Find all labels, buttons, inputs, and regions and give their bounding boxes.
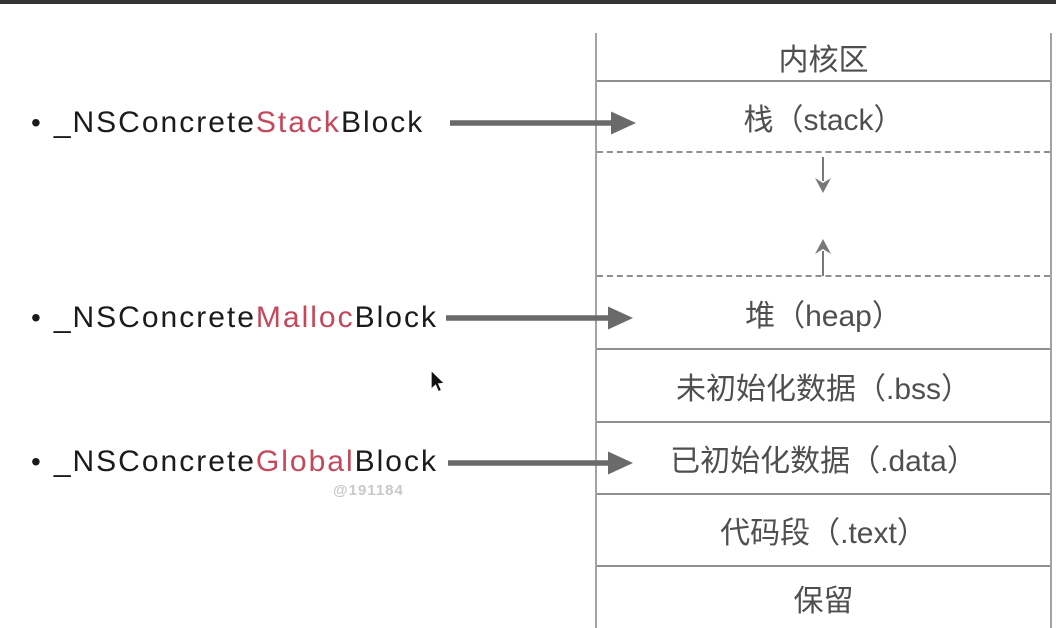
row-text-segment: 代码段（.text） bbox=[597, 495, 1050, 567]
watermark: @191184 bbox=[333, 482, 404, 499]
bullet-icon: • bbox=[31, 107, 41, 138]
bss-segment-label: 未初始化数据（.bss） bbox=[675, 372, 972, 406]
data-segment-label: 已初始化数据（.data） bbox=[670, 445, 977, 478]
bullet-global-block: • _NSConcreteGlobalBlock bbox=[31, 444, 438, 480]
mouse-cursor-icon bbox=[430, 368, 447, 393]
memory-layout-table: 内核区 栈（stack） 堆（heap） 未初始化数据（.bss） 已初始化数据… bbox=[595, 33, 1052, 628]
row-growth-gap bbox=[597, 153, 1050, 277]
stack-label: 栈（stack） bbox=[743, 103, 904, 137]
stack-block-suffix: Block bbox=[340, 106, 425, 139]
row-bss-segment: 未初始化数据（.bss） bbox=[597, 350, 1050, 423]
stack-block-prefix: _NSConcrete bbox=[53, 106, 256, 139]
bullet-malloc-block: • _NSConcreteMallocBlock bbox=[31, 300, 438, 336]
global-block-label: _NSConcreteGlobalBlock bbox=[54, 445, 438, 479]
text-segment-label: 代码段（.text） bbox=[720, 517, 927, 550]
kernel-area-label: 内核区 bbox=[778, 43, 869, 77]
malloc-block-highlight: Malloc bbox=[255, 301, 355, 334]
malloc-block-label: _NSConcreteMallocBlock bbox=[54, 301, 438, 335]
bullet-icon: • bbox=[31, 302, 41, 333]
slide-top-border bbox=[0, 0, 1056, 4]
row-stack: 栈（stack） bbox=[597, 82, 1050, 153]
malloc-block-suffix: Block bbox=[354, 301, 438, 334]
bullet-icon: • bbox=[31, 446, 41, 477]
reserved-label: 保留 bbox=[793, 584, 854, 618]
row-kernel-area: 内核区 bbox=[597, 33, 1050, 82]
heap-label: 堆（heap） bbox=[745, 299, 902, 333]
global-block-prefix: _NSConcrete bbox=[53, 445, 256, 478]
global-block-highlight: Global bbox=[255, 445, 355, 478]
row-data-segment: 已初始化数据（.data） bbox=[597, 423, 1050, 495]
stack-block-label: _NSConcreteStackBlock bbox=[54, 106, 424, 140]
stack-block-highlight: Stack bbox=[255, 106, 341, 139]
row-heap: 堆（heap） bbox=[597, 277, 1050, 350]
malloc-block-prefix: _NSConcrete bbox=[53, 301, 256, 334]
global-block-suffix: Block bbox=[354, 445, 438, 478]
bullet-stack-block: • _NSConcreteStackBlock bbox=[31, 105, 424, 141]
row-reserved: 保留 bbox=[597, 567, 1050, 628]
